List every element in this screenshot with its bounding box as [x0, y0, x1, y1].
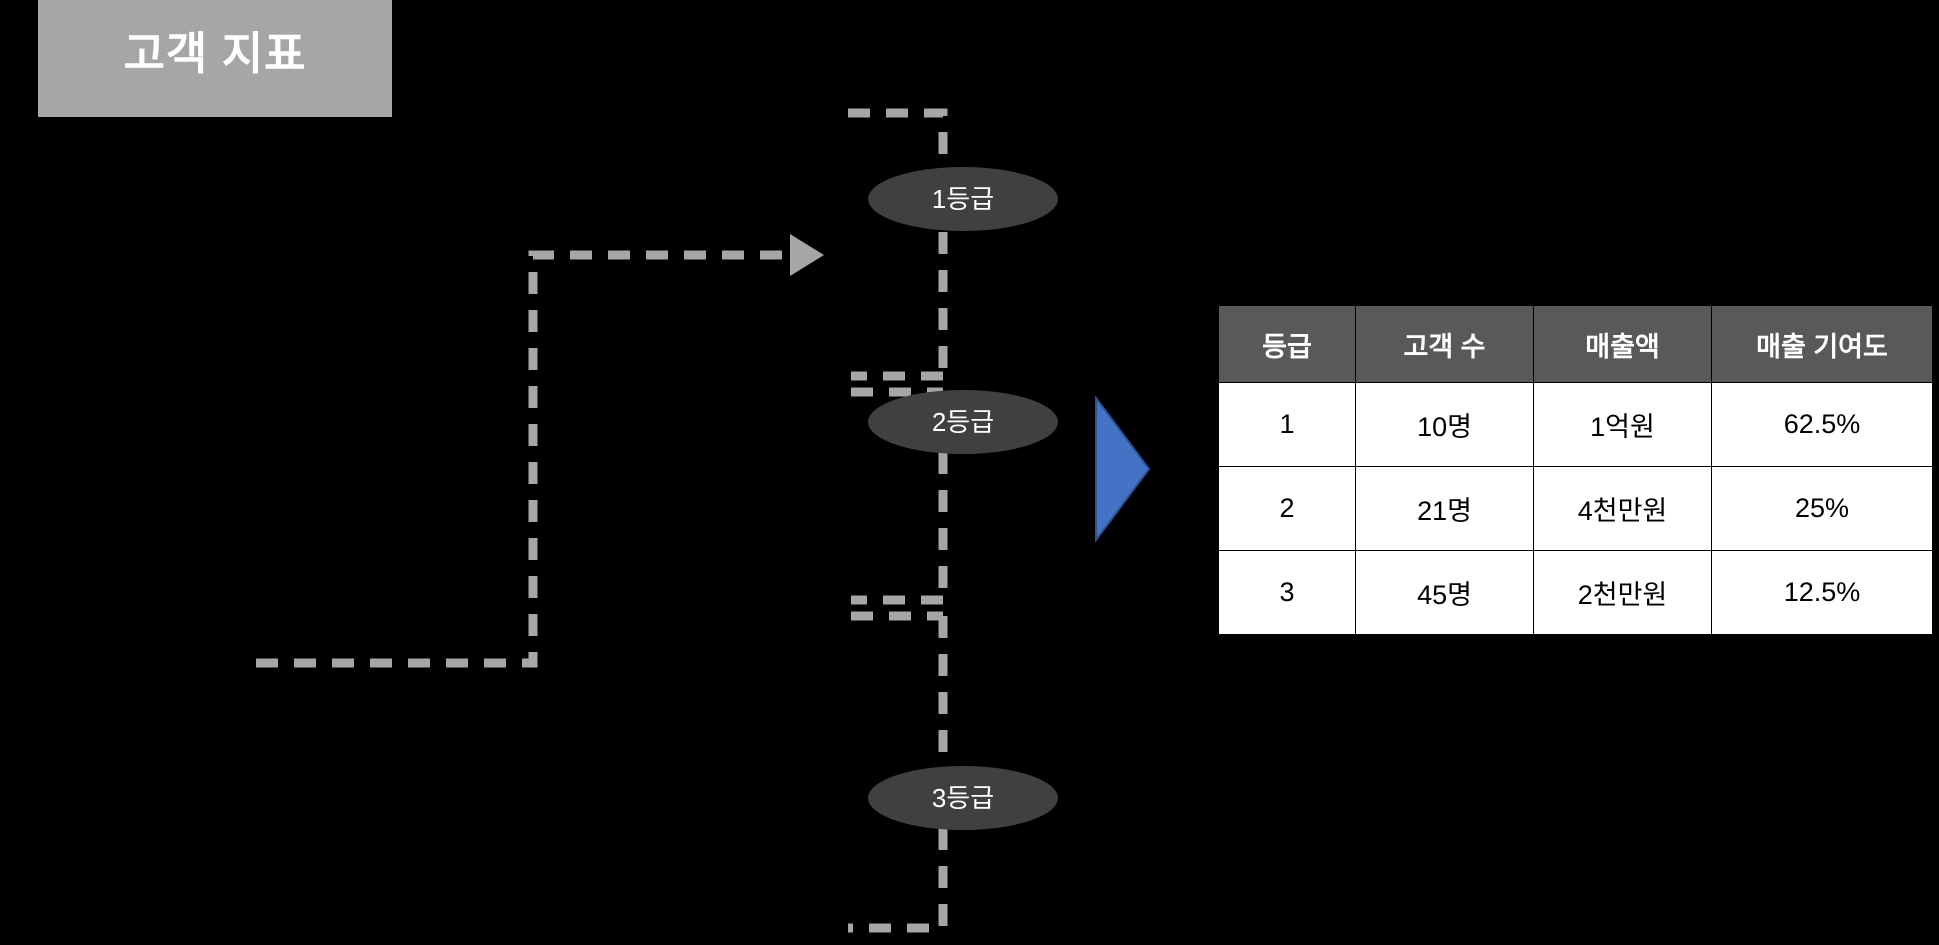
connector-arrowhead-icon: [790, 234, 824, 276]
left-stepped-connector: [256, 250, 790, 668]
node-grade-3-label: 3등급: [931, 783, 995, 813]
node-grade-1[interactable]: 1등급: [868, 167, 1058, 231]
cell-share: 25%: [1711, 466, 1933, 551]
cell-customers: 45명: [1355, 550, 1534, 635]
table-header-revenue: 매출액: [1533, 305, 1712, 383]
cell-grade: 2: [1218, 466, 1356, 551]
table-header-grade: 등급: [1218, 305, 1356, 383]
cell-revenue: 4천만원: [1533, 466, 1712, 551]
node-grade-3[interactable]: 3등급: [868, 766, 1058, 830]
cell-grade: 1: [1218, 382, 1356, 467]
node-grade-2-label: 2등급: [931, 407, 995, 437]
bottom-bracket-connector: [848, 828, 948, 933]
cell-share: 62.5%: [1711, 382, 1933, 467]
page-title: 고객 지표: [123, 28, 307, 79]
right-triangle-arrow-icon: [1095, 396, 1151, 542]
table-row: 3 45명 2천만원 12.5%: [1218, 550, 1933, 635]
cell-revenue: 1억원: [1533, 382, 1712, 467]
table-header-row: 등급 고객 수 매출액 매출 기여도: [1218, 305, 1933, 383]
cell-share: 12.5%: [1711, 550, 1933, 635]
table-row: 1 10명 1억원 62.5%: [1218, 382, 1933, 467]
table-header-count: 고객 수: [1355, 305, 1534, 383]
cell-customers: 10명: [1355, 382, 1534, 467]
table-header-share: 매출 기여도: [1711, 305, 1933, 383]
node-grade-1-label: 1등급: [931, 184, 995, 214]
cell-revenue: 2천만원: [1533, 550, 1712, 635]
node-grade-2[interactable]: 2등급: [868, 390, 1058, 454]
cell-grade: 3: [1218, 550, 1356, 635]
cell-customers: 21명: [1355, 466, 1534, 551]
slide-title-banner: 고객 지표: [38, 0, 392, 117]
metrics-table: 등급 고객 수 매출액 매출 기여도 1 10명 1억원 62.5% 2 21명…: [1218, 305, 1933, 635]
table-row: 2 21명 4천만원 25%: [1218, 466, 1933, 551]
